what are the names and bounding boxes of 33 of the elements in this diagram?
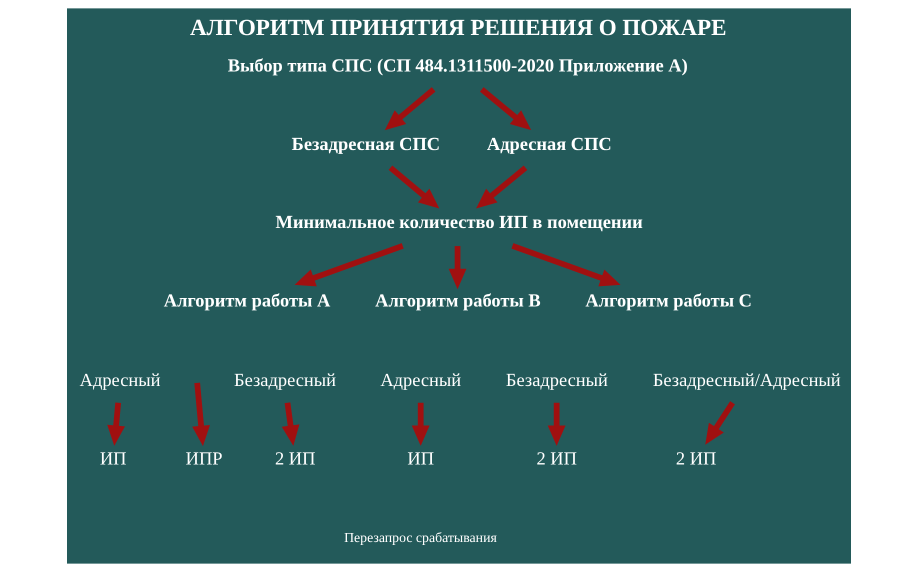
arrow [388,166,440,209]
arrow [384,87,436,130]
arrow [412,402,430,446]
node-text: Алгоритм работы С [585,290,752,311]
arrow [448,246,466,290]
arrow [480,87,532,130]
node-text: 2 ИП [274,448,316,468]
node-text: Безадресный [234,370,336,390]
diagram-title: АЛГОРИТМ ПРИНЯТИЯ РЕШЕНИЯ О ПОЖАРЕ [190,14,726,40]
node-text: Безадресный/Адресный [652,370,841,390]
node-text: ИП [407,448,434,468]
node-text: Алгоритм работы В [375,290,541,311]
node-text: Выбор типа СПС (СП 484.1311500-2020 Приложение А) [228,55,688,76]
node-text: Адресный [80,370,160,390]
node-text: Алгоритм работы А [164,290,330,311]
arrow [548,402,566,446]
node-text: ИПР [186,448,223,468]
arrow [511,243,621,286]
arrow [107,402,125,446]
arrow [476,166,528,209]
node-text: Минимальное количество ИП в помещении [276,212,643,232]
arrow [282,402,300,446]
label: Перезапрос срабатывания [344,530,497,545]
node-text: Безадресный [506,370,608,390]
arrow [192,382,210,446]
arrow [705,401,735,445]
node-text: 2 ИП [676,448,716,468]
node-text: ИП [100,448,126,468]
node-text: Безадресная СПС [292,134,440,154]
node-text: Адресная СПС [486,134,612,154]
node-text: Адресный [380,370,462,390]
node-text: 2 ИП [536,448,577,468]
arrow [294,243,404,286]
